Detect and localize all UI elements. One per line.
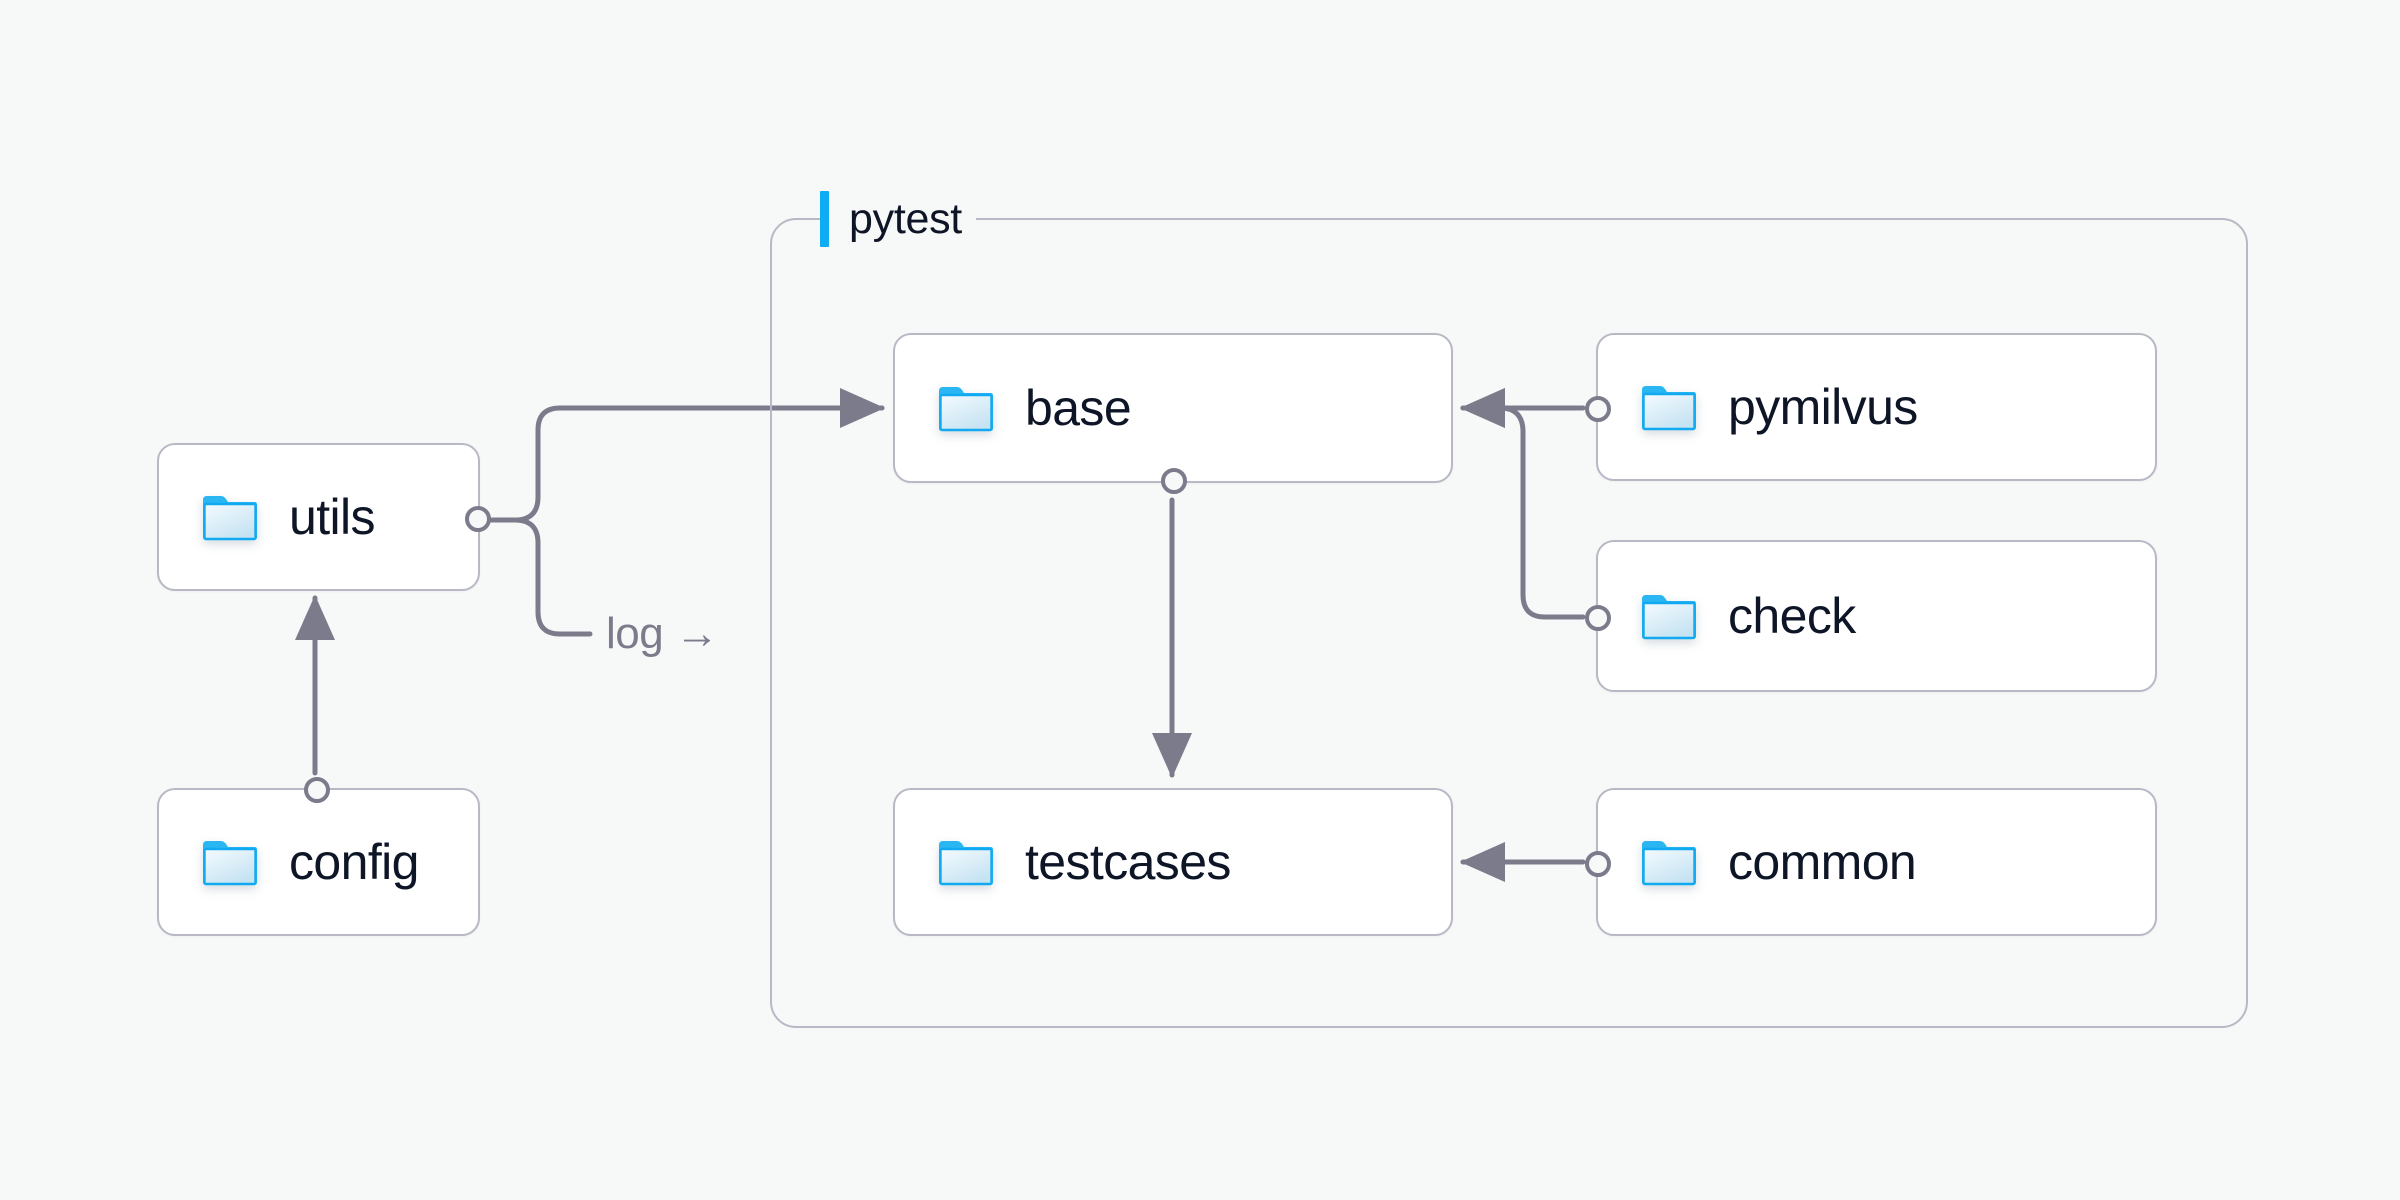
port-base-bottom[interactable] (1161, 468, 1187, 494)
node-label: utils (289, 489, 376, 545)
port-check-left[interactable] (1585, 605, 1611, 631)
node-config[interactable]: config (157, 777, 480, 936)
node-label: testcases (1025, 834, 1231, 890)
port-pymilvus-left[interactable] (1585, 396, 1611, 422)
port-common-left[interactable] (1585, 851, 1611, 877)
group-accent-bar (820, 191, 829, 247)
node-testcases[interactable]: testcases (893, 788, 1453, 936)
node-label: base (1025, 380, 1132, 436)
group-title: pytest (849, 194, 962, 243)
folder-icon (937, 383, 995, 433)
folder-icon (1640, 382, 1698, 432)
folder-icon (201, 492, 259, 542)
port-config-top[interactable] (304, 777, 330, 803)
node-label: config (289, 834, 419, 890)
edge-utils-to-log (487, 517, 593, 637)
edge-label-log: log → (600, 612, 725, 656)
node-pymilvus[interactable]: pymilvus (1585, 333, 2157, 481)
node-check[interactable]: check (1585, 540, 2157, 692)
node-label: check (1728, 588, 1856, 644)
node-label: pymilvus (1728, 379, 1918, 435)
node-utils[interactable]: utils (157, 443, 491, 591)
node-label: common (1728, 834, 1917, 890)
node-base[interactable]: base (893, 333, 1453, 494)
pytest-group-label: pytest (820, 190, 976, 248)
port-utils-right[interactable] (465, 506, 491, 532)
folder-icon (937, 837, 995, 887)
folder-icon (201, 837, 259, 887)
folder-icon (1640, 837, 1698, 887)
pytest-group[interactable] (770, 218, 2248, 1028)
folder-icon (1640, 591, 1698, 641)
node-common[interactable]: common (1585, 788, 2157, 936)
